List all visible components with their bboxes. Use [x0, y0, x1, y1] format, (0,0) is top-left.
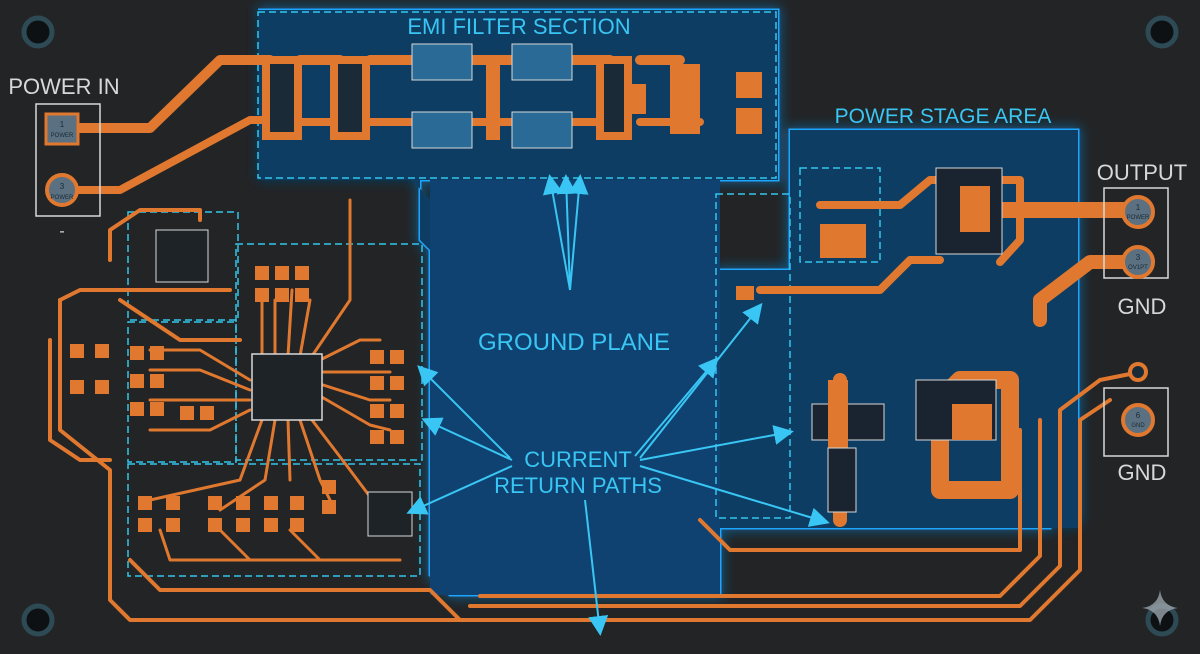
power-in-connector: 1 POWER 3 POWER - [35, 103, 101, 240]
power-in-pin1-name: POWER [51, 133, 74, 139]
gnd-pin6-num: 6 [1136, 411, 1141, 420]
output-pin3-num: 3 [1136, 253, 1141, 262]
gnd-top-label: GND [1118, 294, 1167, 319]
ground-plane-fill [430, 180, 720, 595]
gnd-pin6-name: GND [1131, 423, 1145, 429]
emi-filter-components [262, 43, 762, 149]
power-stage-components [736, 167, 1003, 513]
main-ic [251, 353, 323, 421]
gnd-bottom-label: GND [1118, 460, 1167, 485]
power-in-label: POWER IN [8, 74, 119, 99]
minus-label: - [59, 223, 64, 240]
ground-plane-label: GROUND PLANE [478, 329, 670, 356]
current-return-label-line1: CURRENT [524, 447, 632, 472]
controller-components [70, 229, 413, 537]
output-pin3-name: OV1PT [1128, 265, 1148, 271]
power-in-pin1-num: 1 [60, 120, 65, 129]
output-pin1-num: 1 [1136, 203, 1141, 212]
output-label: OUTPUT [1097, 160, 1187, 185]
output-connector: 1 POWER 3 OV1PT [1103, 187, 1169, 279]
current-return-arrows [406, 174, 830, 636]
current-return-label-line2: RETURN PATHS [494, 473, 662, 498]
output-pin1-name: POWER [1127, 215, 1150, 221]
power-stage-label: POWER STAGE AREA [835, 105, 1052, 128]
sparkle-icon [1142, 590, 1178, 626]
power-in-pin3-name: POWER [51, 195, 74, 201]
gnd-connector: 6 GND [1103, 362, 1169, 457]
power-in-pin3-num: 3 [60, 182, 65, 191]
emi-filter-label: EMI FILTER SECTION [407, 14, 630, 39]
